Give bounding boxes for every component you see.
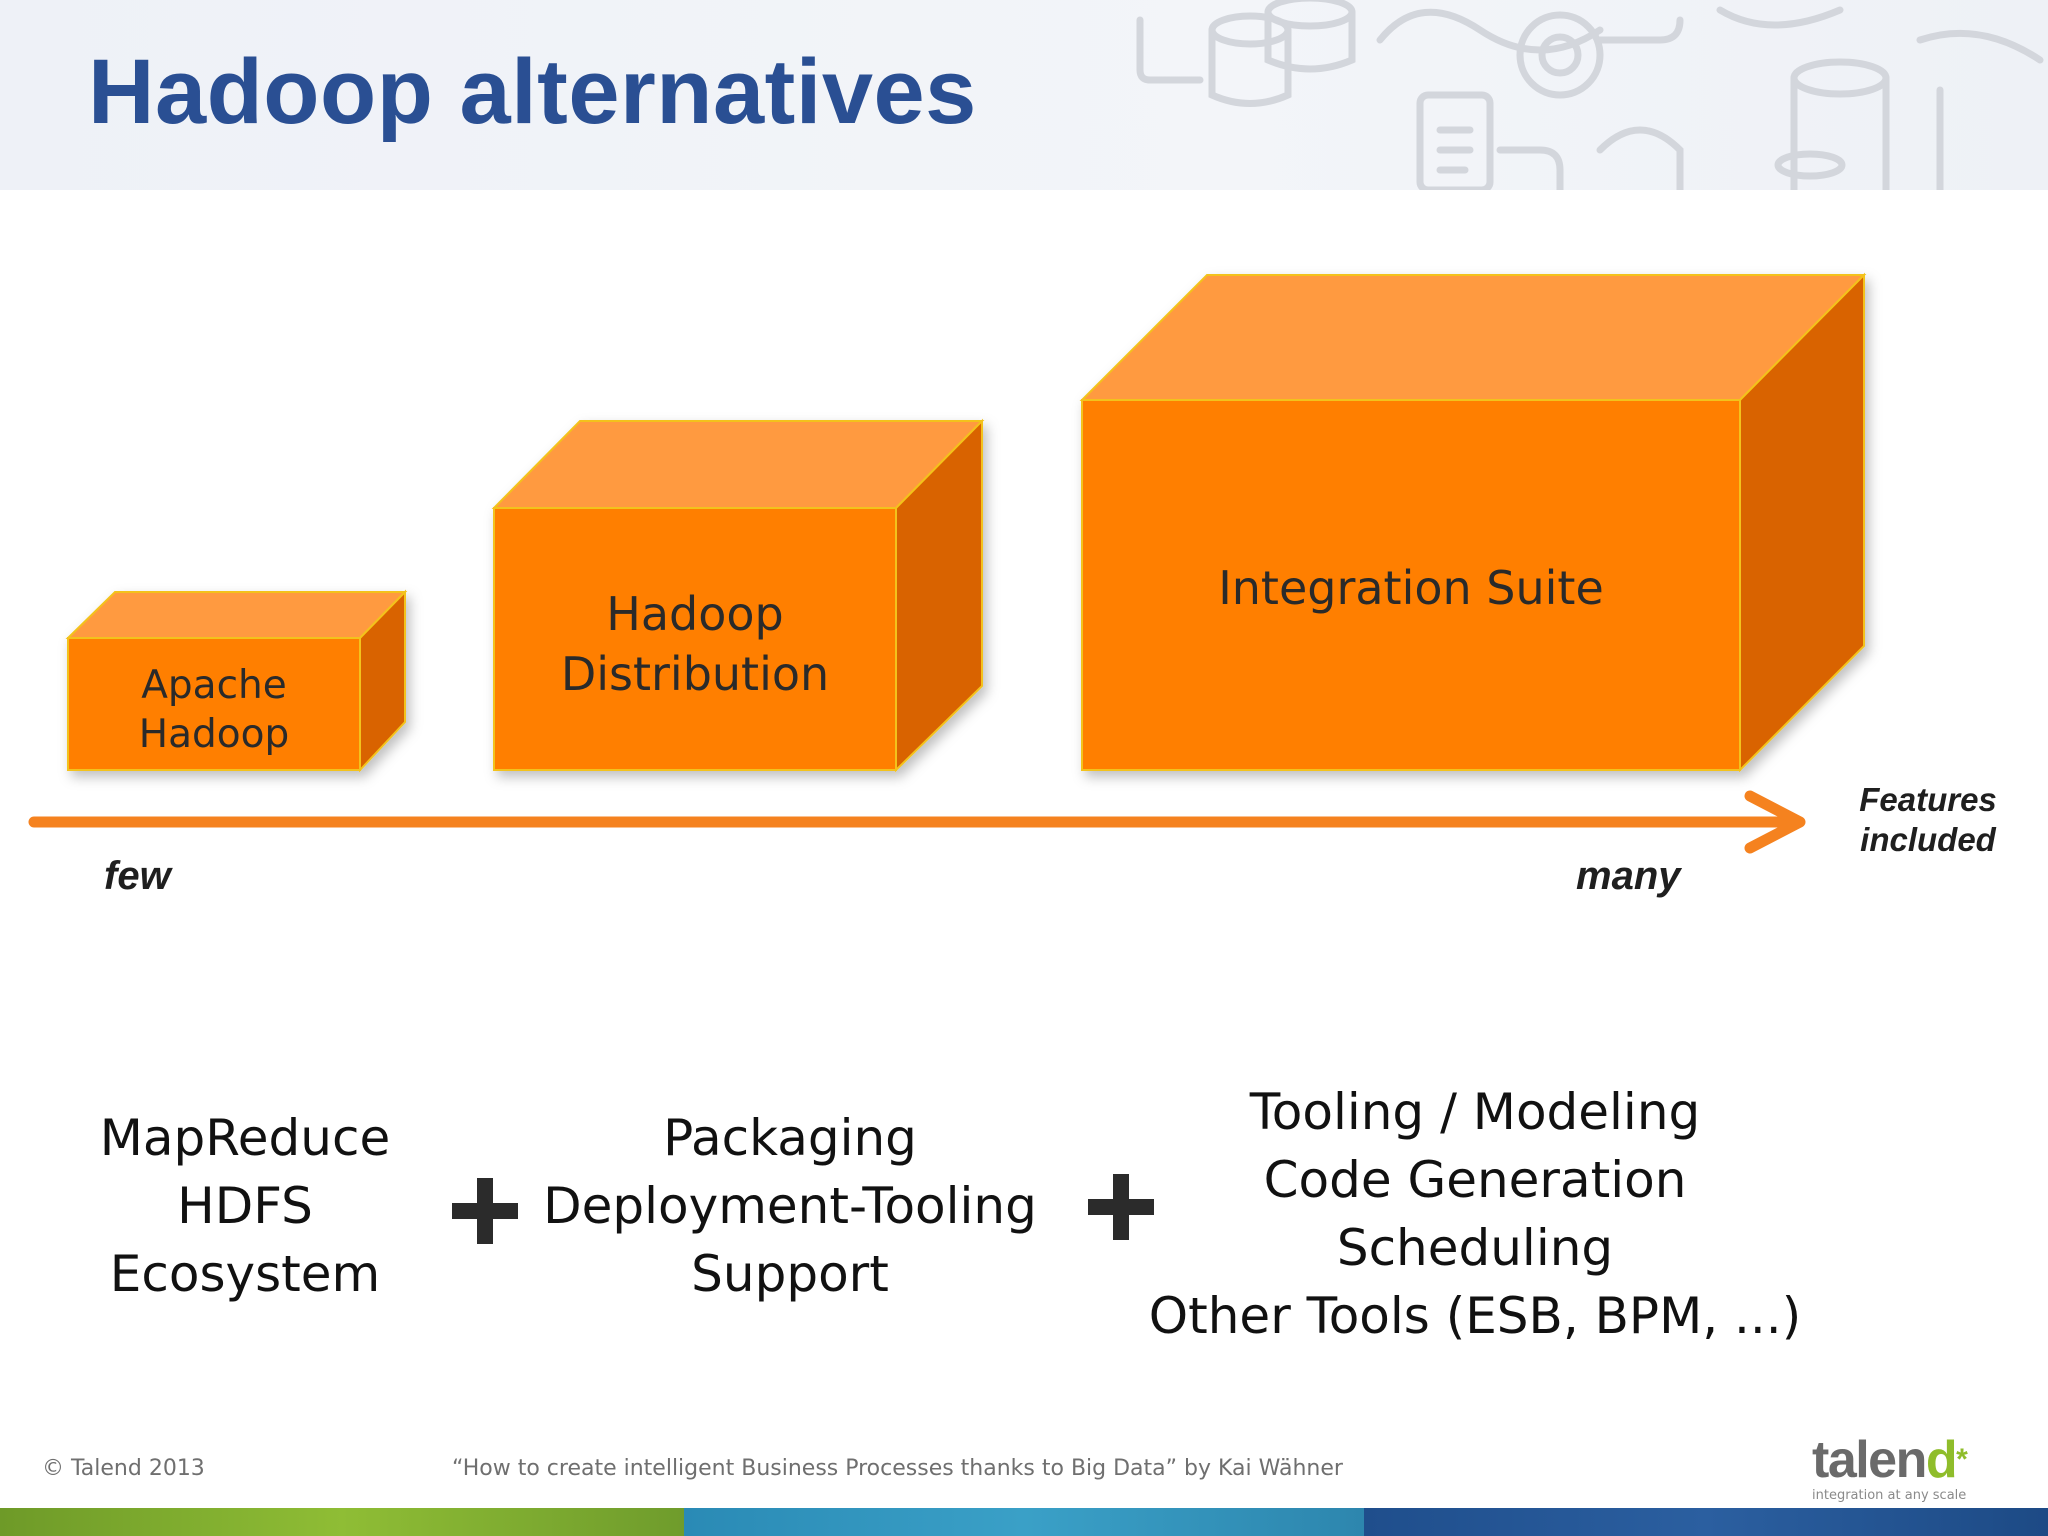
axis-title-line: included	[1860, 820, 1996, 858]
cube-label-apache-hadoop: Apache Hadoop	[68, 662, 360, 760]
cubes-diagram	[28, 272, 1867, 854]
feature-item: Deployment-Tooling	[543, 1177, 1037, 1235]
feature-item: HDFS	[177, 1177, 313, 1235]
feature-list-apache-hadoop: MapReduce HDFS Ecosystem	[60, 1104, 430, 1308]
cube-top-face	[65, 591, 408, 639]
plus-icon	[452, 1178, 518, 1244]
slide-title: Hadoop alternatives	[88, 41, 977, 143]
feature-list-integration-suite: Tooling / Modeling Code Generation Sched…	[1120, 1078, 1830, 1350]
feature-item: Scheduling	[1336, 1219, 1614, 1277]
cube-label-line: Hadoop	[138, 711, 290, 757]
logo-wordmark: talend*	[1812, 1431, 1968, 1489]
footer-copyright: © Talend 2013	[42, 1456, 205, 1481]
feature-item: Support	[691, 1245, 889, 1303]
cube-integration-suite	[1079, 272, 1867, 773]
footer-color-bar	[0, 1508, 2048, 1536]
axis-end-label: many	[1576, 854, 1681, 898]
talend-logo: talend* integration at any scale	[1812, 1431, 1968, 1503]
cube-label-integration-suite: Integration Suite	[1082, 560, 1740, 618]
footer-citation: “How to create intelligent Business Proc…	[452, 1456, 1343, 1481]
cube-label-line: Hadoop	[606, 587, 784, 641]
cube-side-face	[895, 418, 983, 773]
plus-icon	[1088, 1174, 1154, 1240]
axis-title-line: Features	[1859, 781, 1997, 818]
footer-bar-green-segment	[0, 1508, 684, 1536]
feature-item: MapReduce	[99, 1109, 391, 1167]
axis-title: Features included	[1848, 780, 2008, 859]
logo-word-main: talen	[1812, 1431, 1927, 1489]
footer-bar-teal-segment	[684, 1508, 1364, 1536]
cube-label-line: Apache	[141, 663, 287, 708]
cube-top-face	[1079, 274, 1867, 401]
cube-side-face	[1739, 272, 1865, 773]
feature-item: Ecosystem	[109, 1245, 381, 1303]
slide-header: Hadoop alternatives	[0, 0, 2048, 190]
cube-side-face	[359, 589, 406, 773]
cube-label-line: Distribution	[560, 647, 830, 701]
footer-bar-navy-segment	[1364, 1508, 2048, 1536]
features-axis-arrow	[28, 790, 1806, 854]
logo-star-icon: *	[1956, 1443, 1968, 1476]
feature-item: Packaging	[663, 1109, 917, 1167]
feature-item: Other Tools (ESB, BPM, ...)	[1148, 1287, 1802, 1345]
feature-list-hadoop-distribution: Packaging Deployment-Tooling Support	[530, 1104, 1050, 1308]
decorative-network-illustration	[1136, 0, 2044, 190]
axis-start-label: few	[104, 854, 171, 898]
feature-item: Code Generation	[1263, 1151, 1687, 1209]
cube-label-hadoop-distribution: Hadoop Distribution	[494, 584, 896, 704]
cube-apache-hadoop	[65, 589, 408, 773]
feature-item: Tooling / Modeling	[1249, 1083, 1701, 1141]
cube-label-line: Integration Suite	[1218, 561, 1604, 615]
logo-tagline: integration at any scale	[1812, 1488, 1967, 1503]
cube-hadoop-distribution	[491, 418, 985, 773]
logo-word-accent: d	[1925, 1431, 1958, 1489]
